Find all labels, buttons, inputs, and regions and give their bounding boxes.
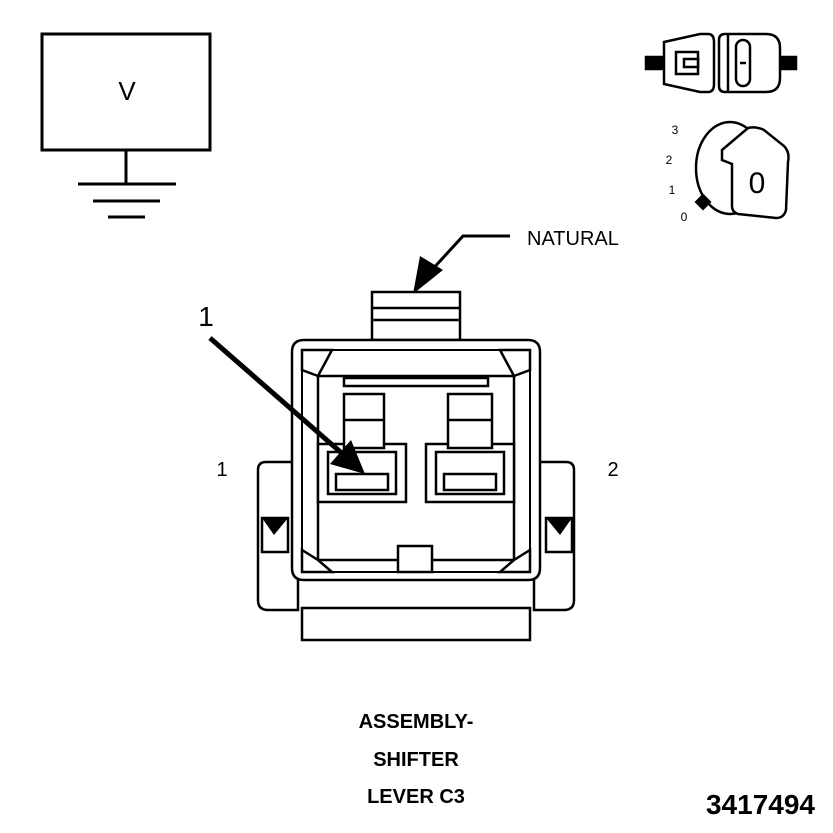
callout-1-arrow: 1 xyxy=(198,301,365,474)
key-position-3: 3 xyxy=(672,123,679,137)
callout-number: 1 xyxy=(198,301,214,332)
connector-plug-icon xyxy=(644,32,798,94)
caption-line-3: LEVER C3 xyxy=(367,786,465,808)
voltage-letter: V xyxy=(118,76,136,106)
key-switch-icon: 3 2 1 0 0 xyxy=(666,120,790,224)
caption-line-2: SHIFTER xyxy=(373,749,459,771)
voltage-ground-symbol: V xyxy=(40,32,212,219)
color-callout-label: NATURAL xyxy=(527,228,619,250)
key-text: 0 xyxy=(749,167,766,200)
figure-number: 3417494 xyxy=(706,789,815,820)
caption-line-1: ASSEMBLY- xyxy=(359,711,474,733)
pin-label-1: 1 xyxy=(216,459,227,481)
connector-face xyxy=(256,290,576,642)
key-position-1: 1 xyxy=(669,183,676,197)
key-position-0: 0 xyxy=(681,210,688,224)
natural-callout: NATURAL xyxy=(413,228,619,294)
key-position-2: 2 xyxy=(666,153,673,167)
pin-label-2: 2 xyxy=(607,459,618,481)
